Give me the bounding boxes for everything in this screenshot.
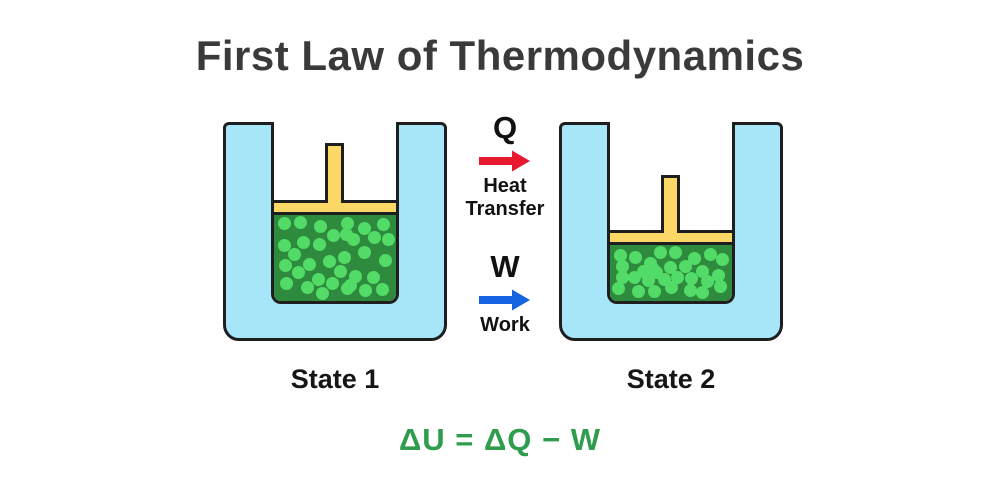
gas-particle (288, 248, 302, 262)
gas-particle (340, 227, 354, 241)
state2-gas-region (610, 245, 732, 301)
gas-particle (333, 265, 347, 279)
gas-particle (688, 252, 702, 266)
gas-particle (358, 245, 372, 259)
gas-particle (696, 285, 710, 299)
gas-particle (614, 249, 628, 263)
work-symbol: W (490, 249, 520, 284)
gas-particle (294, 216, 308, 230)
gas-particle (616, 260, 630, 274)
gas-particle (647, 285, 661, 299)
gas-particle (368, 230, 382, 244)
state1-gas-region (274, 215, 396, 301)
gas-particle (376, 218, 390, 232)
gas-particle (291, 265, 305, 279)
gas-particle (312, 273, 326, 287)
gas-particle (341, 217, 355, 231)
gas-particle (278, 239, 291, 253)
gas-particle (628, 250, 642, 264)
gas-particle (668, 246, 682, 260)
gas-particle (312, 238, 326, 252)
state1-vessel (223, 122, 447, 341)
heat-arrow-shape (479, 150, 530, 172)
gas-particle (381, 232, 395, 246)
heat-transfer-label-line2: Transfer (465, 198, 545, 220)
gas-particle (300, 280, 314, 294)
heat-transfer-label-line1: Heat (483, 175, 527, 197)
state1-piston-rod (325, 143, 344, 203)
gas-particle (704, 248, 718, 262)
gas-particle (379, 253, 393, 267)
gas-particle (303, 257, 317, 271)
gas-particle (679, 259, 693, 273)
gas-particle (612, 281, 626, 295)
gas-particle (325, 276, 339, 290)
gas-particle (357, 222, 371, 235)
state2-vessel (559, 122, 783, 341)
gas-particle (280, 276, 294, 290)
gas-particle (685, 272, 699, 286)
gas-particle (664, 261, 678, 275)
work-label: Work (480, 314, 530, 336)
work-arrow-icon (479, 289, 530, 311)
gas-particle (712, 268, 726, 282)
gas-particle (297, 235, 311, 249)
gas-particle (343, 278, 357, 292)
work-arrow-shape (479, 289, 530, 311)
heat-arrow-icon (479, 150, 530, 172)
gas-particle (326, 228, 340, 242)
gas-particle (653, 246, 667, 260)
state1-cylinder-cavity (271, 122, 399, 304)
gas-particle (359, 283, 373, 297)
state2-label: State 2 (626, 364, 716, 394)
gas-particle (376, 283, 390, 297)
gas-particle (278, 259, 292, 273)
gas-particle (313, 219, 327, 233)
gas-particle (323, 254, 337, 268)
page-title: First Law of Thermodynamics (195, 32, 805, 79)
gas-particle (647, 263, 661, 277)
state2-cylinder-cavity (607, 122, 735, 304)
gas-particle (627, 271, 641, 285)
first-law-equation: ΔU = ΔQ − W (399, 422, 601, 457)
heat-symbol: Q (492, 110, 518, 145)
gas-particle (695, 265, 709, 279)
gas-particle (367, 270, 381, 284)
gas-particle (641, 274, 655, 288)
heat-transfer-label: Heat Transfer (466, 175, 545, 221)
gas-particle (631, 284, 645, 298)
state1-label: State 1 (290, 364, 380, 394)
gas-particle (616, 270, 630, 284)
gas-particle (337, 250, 351, 264)
gas-particle (315, 286, 329, 300)
gas-particle (714, 279, 728, 293)
transfer-column: Q Heat Transfer W Work (445, 110, 565, 337)
gas-particle (683, 283, 697, 297)
gas-particle (715, 252, 729, 266)
gas-particle (658, 273, 672, 287)
state2-piston-rod (661, 175, 680, 233)
gas-particle (701, 275, 715, 289)
gas-particle (277, 216, 291, 230)
gas-particle (670, 271, 684, 285)
